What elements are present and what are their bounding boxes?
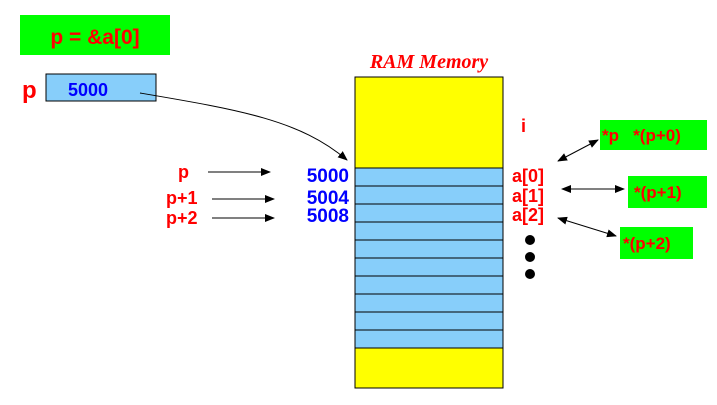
left-pointer-label-1: p+1 xyxy=(166,188,198,208)
memory-top-region xyxy=(354,76,504,169)
deref-arrow-2 xyxy=(557,216,617,238)
left-pointer-labels: p p+1 p+2 xyxy=(166,162,198,228)
deref-arrow-0 xyxy=(557,139,599,162)
pointer-var-box xyxy=(45,73,157,102)
deref-box-0-bg xyxy=(600,120,707,150)
deref-boxes: *p *(p+0) *(p+1) *(p+2) xyxy=(600,120,707,259)
element-label-2: a[2] xyxy=(512,205,544,225)
memory-cell xyxy=(354,329,504,349)
deref-label-2: *(p+2) xyxy=(623,234,671,253)
ellipsis-dot xyxy=(525,252,535,262)
address-1: 5004 xyxy=(307,188,350,209)
deref-label-1: *(p+1) xyxy=(634,183,682,202)
left-pointer-label-2: p+2 xyxy=(166,208,198,228)
element-labels: a[0] a[1] a[2] xyxy=(512,166,544,225)
ellipsis-dots xyxy=(525,235,535,279)
memory-cell xyxy=(354,275,504,295)
memory-cell xyxy=(354,167,504,187)
pointer-curve-arrow xyxy=(139,92,348,161)
memory-bottom-region xyxy=(354,347,504,389)
memory-cell xyxy=(354,203,504,223)
ellipsis-dot xyxy=(525,269,535,279)
memory-block xyxy=(354,76,504,389)
deref-arrows xyxy=(557,139,625,238)
addresses: 5000 5004 5008 xyxy=(307,166,350,227)
memory-cell xyxy=(354,239,504,259)
deref-label-0: *p *(p+0) xyxy=(602,126,681,145)
left-pointer-label-0: p xyxy=(178,162,189,182)
memory-cell xyxy=(354,221,504,241)
title-box: p = &a[0] xyxy=(20,15,170,55)
memory-cells xyxy=(354,167,504,349)
deref-box-1-bg xyxy=(628,176,707,208)
index-label: i xyxy=(521,116,526,136)
ellipsis-dot xyxy=(525,235,535,245)
element-label-0: a[0] xyxy=(512,166,544,186)
memory-cell xyxy=(354,257,504,277)
address-2: 5008 xyxy=(307,206,349,227)
pointer-var-value: 5000 xyxy=(68,80,108,100)
title-box-bg xyxy=(20,15,170,55)
pointer-variable: p 5000 xyxy=(22,73,157,104)
memory-cell xyxy=(354,185,504,205)
title-text: p = &a[0] xyxy=(50,26,139,49)
memory-cell xyxy=(354,293,504,313)
left-pointer-arrows xyxy=(208,168,275,222)
pointer-var-name: p xyxy=(22,77,37,104)
element-label-1: a[1] xyxy=(512,186,544,206)
address-0: 5000 xyxy=(307,166,349,187)
memory-cell xyxy=(354,311,504,331)
deref-box-2-bg xyxy=(620,227,693,259)
memory-label: RAM Memory xyxy=(369,51,488,73)
